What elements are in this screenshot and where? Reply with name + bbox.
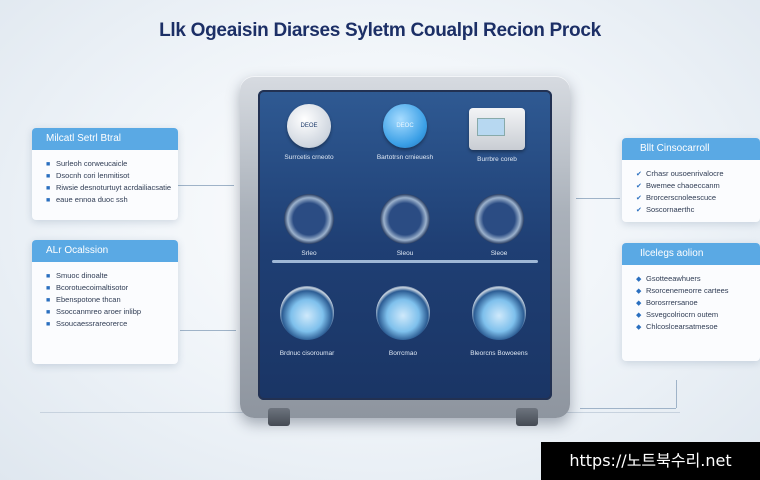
panel-list: ✔Crhasr ousoenrivalocre ✔Bwemee chaoecca… <box>622 160 760 216</box>
bullet-icon: ■ <box>46 273 51 280</box>
mid-module-2: Sleou <box>368 194 442 258</box>
check-icon: ✔ <box>636 195 642 202</box>
diagram-title: Llk Ogeaisin Diarses Syletm Coualpl Reci… <box>159 20 601 41</box>
white-disc-icon: DEOE <box>287 104 331 148</box>
list-item: ■Ebenspotone thcan <box>46 295 121 304</box>
panel-header: Ilcelegs aolion <box>622 243 760 265</box>
list-item: ◆Ssvegcolriocrn outem <box>636 310 719 319</box>
bullet-icon: ■ <box>46 197 51 204</box>
panel-list: ◆Gsotteeawhuers ◆Rsorcenemeorre cartees … <box>622 265 760 333</box>
connector-right-vertical <box>676 380 677 408</box>
disc-icon <box>380 194 430 244</box>
mid-module-3: Sleoe <box>462 194 536 258</box>
bottom-module-2: Borrcmao <box>366 286 440 358</box>
top-module-1: DEOE Surrcetis crneoto <box>272 104 346 162</box>
list-item: ✔Bwemee chaoeccanm <box>636 181 720 190</box>
module-label: Brdnuc cisoroumar <box>279 350 335 357</box>
panel-list: ■Smuoc dinoalte ■Bcorotuecoimaltisotor ■… <box>32 262 178 330</box>
module-label: Sleou <box>396 250 414 257</box>
watermark: https://노트북수리.net <box>541 442 760 480</box>
right-panel-bottom: Ilcelegs aolion ◆Gsotteeawhuers ◆Rsorcen… <box>622 243 760 361</box>
connector-right-bottom <box>580 408 676 409</box>
drop-icon: ◆ <box>636 288 642 295</box>
device-foot-right <box>516 408 538 426</box>
module-label: Bartotrsn crnieuesh <box>376 154 434 161</box>
lens-disc-icon <box>280 286 334 340</box>
connector-left-top <box>178 185 234 186</box>
drop-icon: ◆ <box>636 276 642 283</box>
bottom-module-1: Brdnuc cisoroumar <box>270 286 344 358</box>
module-label: Borrcmao <box>388 350 418 357</box>
mid-module-1: Srleo <box>272 194 346 258</box>
panel-header: Milcatl Setrl Btral <box>32 128 178 150</box>
device-cabinet: DEOE Surrcetis crneoto DEOC Bartotrsn cr… <box>240 76 570 418</box>
list-item: ◆Gsotteeawhuers <box>636 274 701 283</box>
disc-icon <box>474 194 524 244</box>
screen-divider <box>272 260 538 263</box>
bullet-icon: ■ <box>46 161 51 168</box>
bullet-icon: ■ <box>46 173 51 180</box>
list-item: ■Ssoucaessrareorerce <box>46 319 128 328</box>
list-item: ✔Soscornaerthc <box>636 205 695 214</box>
top-module-3: Burrbre coreb <box>460 108 534 164</box>
list-item: ■eaue ennoa duoc ssh <box>46 195 128 204</box>
drop-icon: ◆ <box>636 312 642 319</box>
connector-right-top <box>576 198 620 199</box>
panel-header: Bllt Cinsocarroll <box>622 138 760 160</box>
lens-disc-icon <box>376 286 430 340</box>
panel-list: ■Surleoh corweucaicle ■Dsocnh cori lenmi… <box>32 150 178 206</box>
module-label: Sleoe <box>490 250 508 257</box>
list-item: ■Dsocnh cori lenmitisot <box>46 171 130 180</box>
bottom-module-3: Bleorcns Bowoeens <box>462 286 536 358</box>
check-icon: ✔ <box>636 171 642 178</box>
list-item: ■Surleoh corweucaicle <box>46 159 128 168</box>
left-panel-top: Milcatl Setrl Btral ■Surleoh corweucaicl… <box>32 128 178 220</box>
blue-disc-icon: DEOC <box>383 104 427 148</box>
lens-disc-icon <box>472 286 526 340</box>
module-label: Srleo <box>301 250 317 257</box>
list-item: ■Riwsie desnoturtuyt acrdailiacsatie <box>46 183 172 192</box>
bullet-icon: ■ <box>46 297 51 304</box>
top-module-2: DEOC Bartotrsn crnieuesh <box>368 104 442 162</box>
panel-header: ALr Ocalssion <box>32 240 178 262</box>
bullet-icon: ■ <box>46 185 51 192</box>
device-foot-left <box>268 408 290 426</box>
list-item: ✔Brorcerscnoleescuce <box>636 193 717 202</box>
bullet-icon: ■ <box>46 321 51 328</box>
bullet-icon: ■ <box>46 285 51 292</box>
list-item: ■Bcorotuecoimaltisotor <box>46 283 129 292</box>
bullet-icon: ■ <box>46 309 51 316</box>
check-icon: ✔ <box>636 183 642 190</box>
module-label: Surrcetis crneoto <box>284 154 334 161</box>
drop-icon: ◆ <box>636 324 642 331</box>
card-reader-icon <box>469 108 525 150</box>
device-screen: DEOE Surrcetis crneoto DEOC Bartotrsn cr… <box>258 90 552 400</box>
list-item: ◆Borosrrersanoe <box>636 298 698 307</box>
module-label: Burrbre coreb <box>477 156 517 163</box>
list-item: ■Smuoc dinoalte <box>46 271 108 280</box>
list-item: ◆Rsorcenemeorre cartees <box>636 286 729 295</box>
right-panel-top: Bllt Cinsocarroll ✔Crhasr ousoenrivalocr… <box>622 138 760 222</box>
module-label: Bleorcns Bowoeens <box>470 350 528 357</box>
list-item: ✔Crhasr ousoenrivalocre <box>636 169 724 178</box>
disc-icon <box>284 194 334 244</box>
left-panel-bottom: ALr Ocalssion ■Smuoc dinoalte ■Bcorotuec… <box>32 240 178 364</box>
list-item: ■Ssoccanmreo aroer inlibp <box>46 307 142 316</box>
connector-left-bottom <box>180 330 236 331</box>
list-item: ◆Chlcoslcearsatmesoe <box>636 322 718 331</box>
check-icon: ✔ <box>636 207 642 214</box>
drop-icon: ◆ <box>636 300 642 307</box>
